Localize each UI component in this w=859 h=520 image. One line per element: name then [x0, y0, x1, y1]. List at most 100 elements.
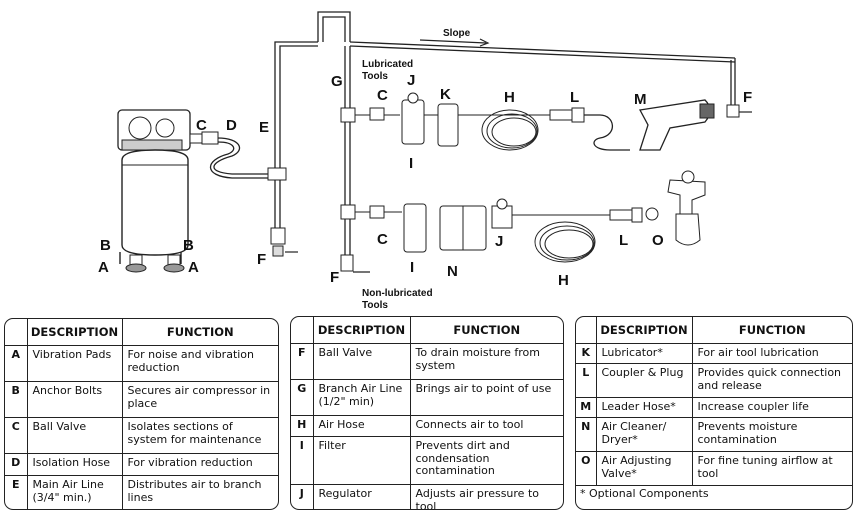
label-h-upper: H — [504, 89, 515, 106]
nonlubricated-tools-label-2: Tools — [362, 300, 388, 310]
row-letter: B — [5, 381, 28, 418]
label-c-upper: C — [377, 87, 388, 104]
main-air-line — [267, 11, 752, 257]
spray-gun — [667, 170, 706, 246]
row-function: For noise and vibration reduction — [127, 348, 255, 374]
row-description: Air Adjusting Valve* — [596, 451, 693, 486]
table-1-function-header: FUNCTION — [122, 319, 278, 346]
row-letter: M — [576, 397, 597, 418]
row-description: Main Air Line (3/4" min.) — [27, 475, 123, 509]
table-row: E Main Air Line (3/4" min.) Distributes … — [5, 475, 278, 509]
table-row: A Vibration Pads For noise and vibration… — [5, 345, 278, 382]
row-description: Ball Valve — [27, 417, 123, 454]
table-row: O Air Adjusting Valve* For fine tuning a… — [576, 451, 852, 486]
label-d: D — [226, 117, 237, 134]
row-description: Coupler & Plug — [596, 363, 693, 398]
row-function: Adjusts air pressure to tool — [410, 484, 563, 509]
optional-components-note: * Optional Components — [576, 485, 852, 509]
row-function: For fine tuning airflow at tool — [692, 451, 852, 486]
label-e: E — [259, 119, 269, 136]
row-function: Brings air to point of use — [410, 379, 563, 416]
air-hose-upper — [481, 109, 550, 151]
table-3-description-header: DESCRIPTION — [596, 317, 693, 344]
branch-air-line — [340, 46, 370, 273]
table-2-description-header: DESCRIPTION — [313, 317, 411, 344]
row-letter: N — [576, 417, 597, 452]
row-description: Anchor Bolts — [27, 381, 123, 418]
slope-label: Slope — [443, 28, 471, 39]
table-row: G Branch Air Line (1/2" min) Brings air … — [291, 379, 563, 416]
row-function: Increase coupler life — [692, 397, 852, 418]
row-description: Vibration Pads — [27, 345, 123, 382]
lubricated-tools-label: Lubricated — [362, 59, 413, 70]
table-row: I Filter Prevents dirt and condensation … — [291, 436, 563, 485]
row-letter: D — [5, 453, 28, 476]
label-a-left: A — [98, 259, 109, 276]
table-2-function-header: FUNCTION — [410, 317, 563, 344]
row-description: Air Cleaner/ Dryer* — [596, 417, 693, 452]
label-k: K — [440, 86, 451, 103]
row-description: Lubricator* — [596, 343, 693, 364]
label-g: G — [331, 73, 343, 90]
legend-table-2: DESCRIPTION FUNCTION F Ball Valve To dra… — [290, 316, 564, 510]
label-f-mid: F — [330, 269, 339, 286]
row-function: Isolates sections of system for maintena… — [122, 417, 278, 454]
isolation-hose — [189, 131, 268, 179]
row-letter: O — [576, 451, 597, 486]
row-function: Provides quick connection and release — [692, 363, 852, 398]
row-function: Prevents dirt and condensation contamina… — [410, 436, 563, 485]
label-c-top: C — [196, 117, 207, 134]
slope-arrow — [419, 38, 490, 47]
table-row: K Lubricator* For air tool lubrication — [576, 343, 852, 364]
row-function: For vibration reduction — [122, 453, 278, 476]
label-o: O — [652, 232, 664, 249]
table-note-row: * Optional Components — [576, 485, 852, 509]
row-letter: K — [576, 343, 597, 364]
row-letter: L — [576, 363, 597, 398]
label-f-right: F — [743, 89, 752, 106]
table-row: L Coupler & Plug Provides quick connecti… — [576, 363, 852, 398]
row-letter: F — [291, 343, 314, 380]
lubricated-tools-label-2: Tools — [362, 71, 388, 82]
label-f-left: F — [257, 251, 266, 268]
impact-wrench — [638, 99, 715, 151]
row-description: Regulator — [313, 484, 411, 509]
nonlubricated-branch — [355, 170, 706, 263]
table-2-letter-header — [291, 317, 314, 344]
table-row: N Air Cleaner/ Dryer* Prevents moisture … — [576, 417, 852, 452]
row-description: Ball Valve — [313, 343, 411, 380]
row-description: Branch Air Line (1/2" min) — [313, 379, 411, 416]
row-function: Secures air compressor in place — [122, 381, 278, 418]
label-b-left: B — [100, 237, 111, 254]
air-hose-lower — [534, 221, 596, 263]
row-description: Isolation Hose — [27, 453, 123, 476]
table-3-letter-header — [576, 317, 597, 344]
table-row: C Ball Valve Isolates sections of system… — [5, 417, 278, 454]
row-function: For air tool lubrication — [697, 346, 819, 359]
table-row: F Ball Valve To drain moisture from syst… — [291, 343, 563, 380]
row-function: To drain moisture from system — [415, 346, 541, 372]
row-function: Prevents moisture contamination — [692, 417, 852, 452]
table-3-function-header: FUNCTION — [692, 317, 852, 344]
row-function: Distributes air to branch lines — [122, 475, 278, 509]
air-system-diagram: Slope Lubricated Tools Non-lubricated To… — [98, 11, 752, 310]
label-l-lower: L — [619, 232, 628, 249]
label-b-right: B — [183, 237, 194, 254]
row-letter: E — [5, 475, 28, 509]
row-letter: J — [291, 484, 314, 509]
row-letter: A — [5, 345, 28, 382]
row-description: Filter — [313, 436, 411, 485]
row-letter: I — [291, 436, 314, 485]
label-c-lower: C — [377, 231, 388, 248]
label-m: M — [634, 91, 647, 108]
label-n: N — [447, 263, 458, 280]
row-letter: G — [291, 379, 314, 416]
label-i-upper: I — [409, 155, 413, 172]
table-row: D Isolation Hose For vibration reduction — [5, 453, 278, 476]
label-l-upper: L — [570, 89, 579, 106]
legend-table-3: DESCRIPTION FUNCTION K Lubricator* For a… — [575, 316, 853, 510]
table-1-description-header: DESCRIPTION — [27, 319, 123, 346]
label-j-upper: J — [407, 72, 415, 89]
air-compressor — [117, 109, 191, 273]
label-h-lower: H — [558, 272, 569, 289]
